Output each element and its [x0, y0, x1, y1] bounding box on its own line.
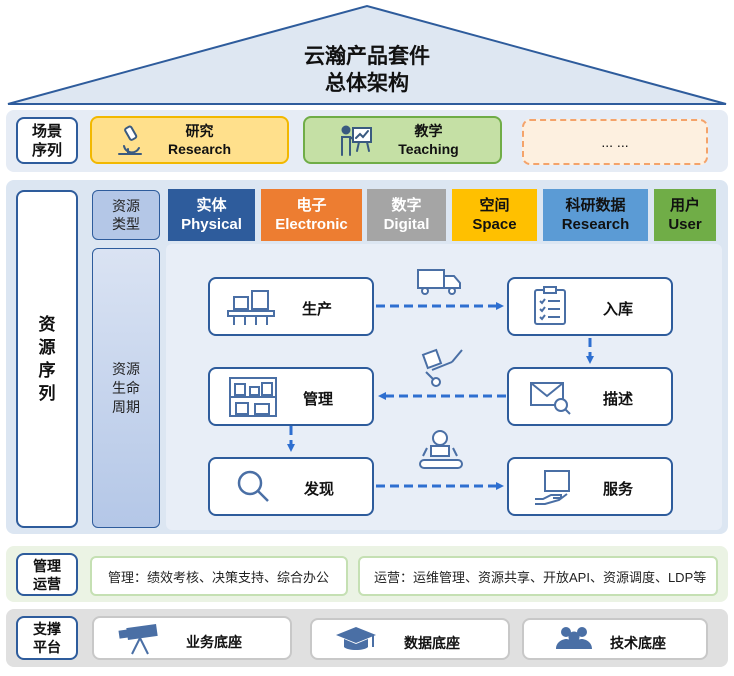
diagram-title-line1: 云瀚产品套件 — [304, 45, 430, 68]
teacher-icon — [341, 125, 372, 156]
lifecycle-manage[interactable]: 管理 — [208, 367, 374, 426]
truck-icon — [417, 269, 461, 295]
type-research-data-en: Research — [561, 216, 630, 233]
management-box[interactable]: 管理：绩效考核、决策支持、综合办公 — [90, 556, 348, 596]
resource-label-char-2: 源 — [38, 338, 56, 357]
operations-label-line2: 运营 — [33, 575, 61, 592]
scene-more[interactable]: ... ... — [522, 119, 708, 165]
scene-research-zh: 研究 — [185, 123, 214, 139]
scene-more-text: ... ... — [601, 134, 629, 150]
production-line-icon — [227, 290, 275, 325]
envelope-search-icon — [530, 382, 571, 415]
diagram-title-line2: 总体架构 — [325, 72, 409, 95]
management-text: 管理：绩效考核、决策支持、综合办公 — [108, 569, 330, 585]
resource-label-char-4: 列 — [38, 384, 56, 403]
scene-research[interactable]: 研究 Research — [90, 116, 289, 164]
lifecycle-storage-label: 入库 — [603, 301, 634, 318]
lifecycle-describe[interactable]: 描述 — [507, 367, 673, 426]
microscope-icon — [118, 125, 142, 155]
type-label-line2: 类型 — [112, 216, 140, 232]
lifecycle-produce[interactable]: 生产 — [208, 277, 374, 336]
scene-sequence-label: 场景序列 — [16, 117, 78, 164]
operation-text: 运营：运维管理、资源共享、开放API、资源调度、LDP等 — [374, 569, 707, 585]
type-user-en: User — [668, 216, 702, 233]
type-space-en: Space — [472, 216, 517, 233]
resource-sequence-label: 资 源 序 列 — [16, 190, 78, 528]
type-digital[interactable]: 数字 Digital — [367, 189, 446, 241]
platform-label: 支撑平台 — [16, 616, 78, 660]
type-electronic[interactable]: 电子 Electronic — [261, 189, 362, 241]
resource-label-char-3: 序 — [38, 361, 56, 380]
type-digital-en: Digital — [383, 216, 430, 233]
type-digital-zh: 数字 — [391, 197, 422, 214]
scene-teaching-en: Teaching — [398, 141, 459, 157]
resource-lifecycle-label: 资源 生命 周期 — [92, 248, 160, 528]
platform-business-label: 业务底座 — [186, 634, 242, 650]
operation-box[interactable]: 运营：运维管理、资源共享、开放API、资源调度、LDP等 — [358, 556, 718, 596]
operations-label-line1: 管理 — [33, 557, 61, 574]
platform-label-line2: 平台 — [33, 639, 61, 655]
type-space[interactable]: 空间 Space — [452, 189, 537, 241]
type-physical[interactable]: 实体 Physical — [168, 189, 255, 241]
resource-label-char-1: 资 — [38, 315, 56, 334]
lifecycle-service-label: 服务 — [603, 481, 634, 498]
lifecycle-label-line2: 生命 — [112, 379, 140, 396]
platform-label-line1: 支撑 — [33, 621, 61, 637]
type-user-zh: 用户 — [669, 197, 700, 214]
service-hand-screen-icon — [535, 470, 570, 505]
platform-data[interactable]: 数据底座 — [310, 618, 510, 660]
lifecycle-service[interactable]: 服务 — [507, 457, 673, 516]
type-research-data-zh: 科研数据 — [565, 197, 626, 214]
type-user[interactable]: 用户 User — [654, 189, 716, 241]
platform-tech[interactable]: 技术底座 — [522, 618, 708, 660]
scene-research-en: Research — [167, 141, 232, 157]
magnifier-icon — [237, 470, 269, 502]
type-physical-en: Physical — [181, 216, 242, 233]
type-label-line1: 资源 — [112, 198, 140, 214]
lifecycle-storage[interactable]: 入库 — [507, 277, 673, 336]
type-electronic-en: Electronic — [275, 216, 348, 233]
resource-type-label: 资源类型 — [92, 190, 160, 240]
scene-label-line1: 场景 — [31, 122, 62, 140]
platform-data-label: 数据底座 — [404, 635, 460, 651]
scene-label-line2: 序列 — [31, 141, 62, 159]
type-space-zh: 空间 — [479, 197, 510, 214]
lifecycle-label-line1: 资源 — [112, 360, 140, 377]
graduation-cap-icon — [336, 627, 376, 650]
lifecycle-discover[interactable]: 发现 — [208, 457, 374, 516]
warehouse-shelf-icon — [229, 377, 277, 417]
scene-teaching[interactable]: 教学 Teaching — [303, 116, 502, 164]
operations-label: 管理运营 — [16, 553, 78, 596]
hand-cart-icon — [421, 348, 463, 387]
lifecycle-describe-label: 描述 — [603, 391, 634, 408]
lifecycle-manage-label: 管理 — [303, 391, 334, 408]
type-electronic-zh: 电子 — [296, 197, 327, 214]
robot-conveyor-icon — [419, 430, 463, 469]
lifecycle-label-line3: 周期 — [112, 398, 140, 415]
platform-tech-label: 技术底座 — [610, 635, 666, 651]
telescope-icon — [118, 623, 158, 655]
lifecycle-discover-label: 发现 — [304, 481, 335, 498]
platform-business[interactable]: 业务底座 — [92, 616, 292, 660]
type-physical-zh: 实体 — [196, 197, 227, 214]
scene-teaching-zh: 教学 — [414, 123, 443, 139]
lifecycle-produce-label: 生产 — [302, 301, 333, 318]
type-research-data[interactable]: 科研数据 Research — [543, 189, 648, 241]
clipboard-checklist-icon — [534, 286, 566, 325]
roof-shape — [7, 4, 727, 105]
team-icon — [556, 627, 592, 649]
